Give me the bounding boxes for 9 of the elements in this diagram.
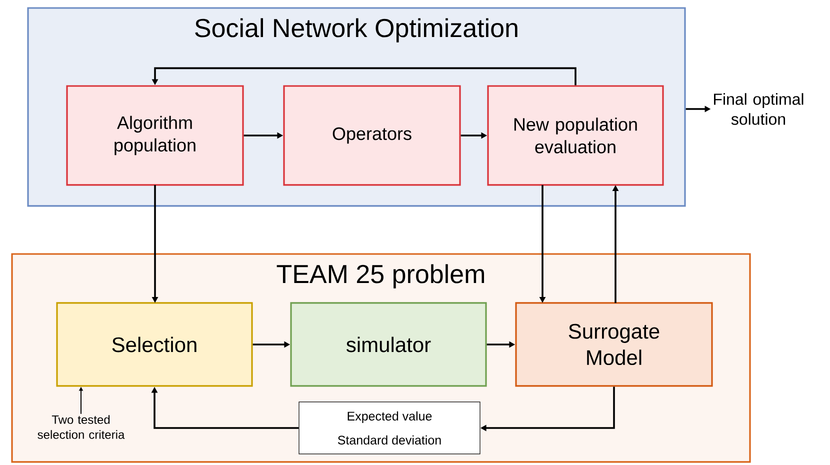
note-text: Two tested selection criteria <box>38 415 125 439</box>
process-box: simulator <box>290 302 487 387</box>
info-box: Expected value Standard deviation <box>298 402 480 454</box>
output-text: Final optimal solution <box>714 93 804 125</box>
process-box: Algorithm population <box>66 85 244 186</box>
process-box: New population evaluation <box>487 85 664 186</box>
process-box: Surrogate Model <box>515 302 713 387</box>
process-box: Operators <box>283 85 461 186</box>
process-box: Selection <box>56 302 253 387</box>
